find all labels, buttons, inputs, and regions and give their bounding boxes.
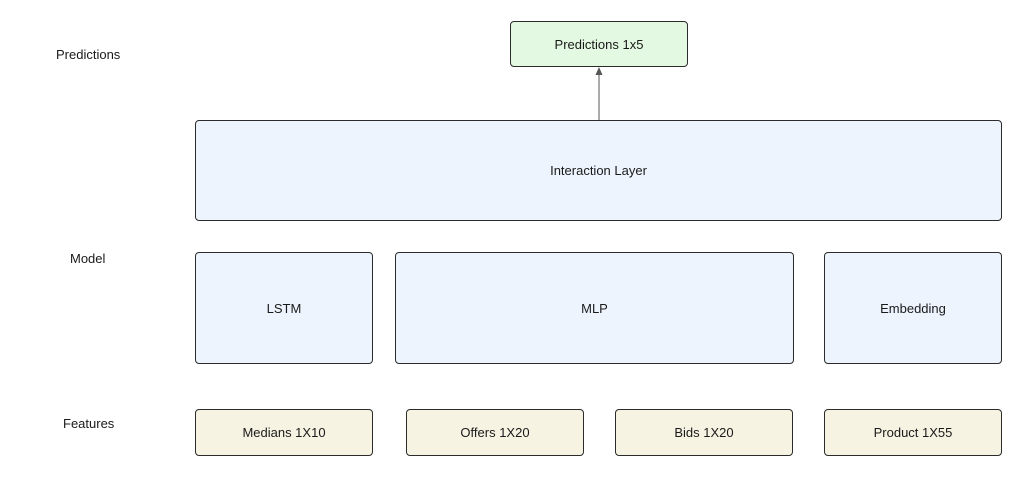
offers-feature-label: Offers 1X20 xyxy=(460,425,530,440)
bids-feature-node: Bids 1X20 xyxy=(615,409,793,456)
lstm-node: LSTM xyxy=(195,252,373,364)
row-label-model: Model xyxy=(70,251,106,266)
interaction-layer-label: Interaction Layer xyxy=(550,163,647,178)
embedding-node: Embedding xyxy=(824,252,1002,364)
bids-feature-label: Bids 1X20 xyxy=(674,425,734,440)
lstm-label: LSTM xyxy=(266,300,302,316)
offers-feature-node: Offers 1X20 xyxy=(406,409,584,456)
medians-feature-node: Medians 1X10 xyxy=(195,409,373,456)
arrow-head xyxy=(595,67,603,75)
interaction-layer-node: Interaction Layer xyxy=(195,120,1002,221)
row-label-features: Features xyxy=(63,416,115,431)
mlp-node: MLP xyxy=(395,252,794,364)
embedding-label: Embedding xyxy=(880,300,946,316)
predictions-output-label: Predictions 1x5 xyxy=(554,36,644,52)
medians-feature-label: Medians 1X10 xyxy=(242,425,326,440)
product-feature-label: Product 1X55 xyxy=(873,425,953,440)
product-feature-node: Product 1X55 xyxy=(824,409,1002,456)
row-label-predictions: Predictions xyxy=(56,47,121,62)
predictions-output-node: Predictions 1x5 xyxy=(510,21,688,67)
mlp-label: MLP xyxy=(581,300,608,316)
